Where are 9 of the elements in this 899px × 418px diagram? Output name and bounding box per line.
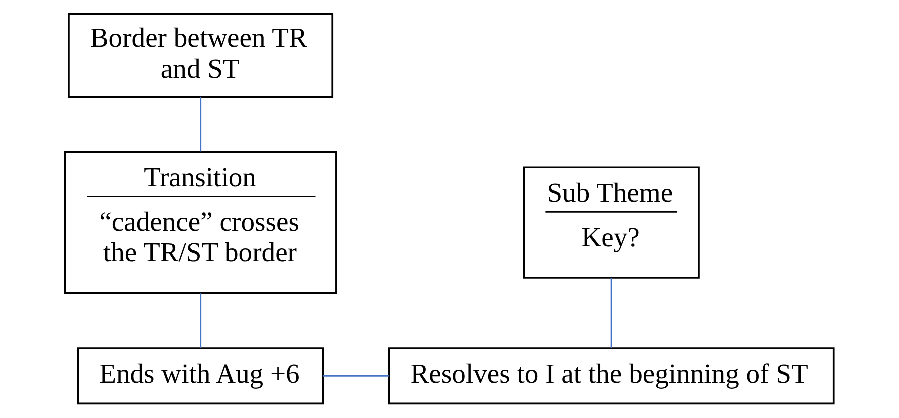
connector [610, 278, 612, 348]
node-box: Transition “cadence” crosses the TR/ST border [64, 151, 338, 294]
connector [200, 294, 202, 348]
node-box: Resolves to I at the beginning of ST [388, 348, 835, 405]
connector [324, 375, 389, 377]
connector [200, 97, 202, 152]
node-box: Sub Theme Key? [523, 166, 700, 279]
node-box: Border between TR and ST [68, 13, 334, 98]
node-box: Ends with Aug +6 [77, 348, 324, 405]
